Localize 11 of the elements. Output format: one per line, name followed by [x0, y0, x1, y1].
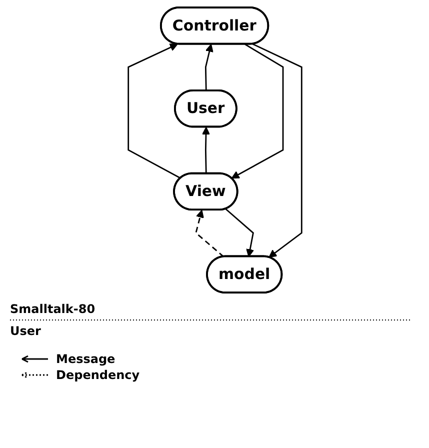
arrow: [252, 43, 302, 258]
region-label: Smalltalk-80: [10, 302, 96, 316]
arrow: [201, 126, 210, 174]
region-label: User: [10, 324, 41, 338]
arrow: [194, 210, 224, 258]
arrow: [224, 208, 254, 258]
arrow: [204, 44, 213, 91]
arrow: [127, 44, 180, 179]
legend-label: Message: [56, 352, 116, 366]
arrow: [230, 44, 284, 179]
legend-label: Dependency: [56, 368, 140, 382]
